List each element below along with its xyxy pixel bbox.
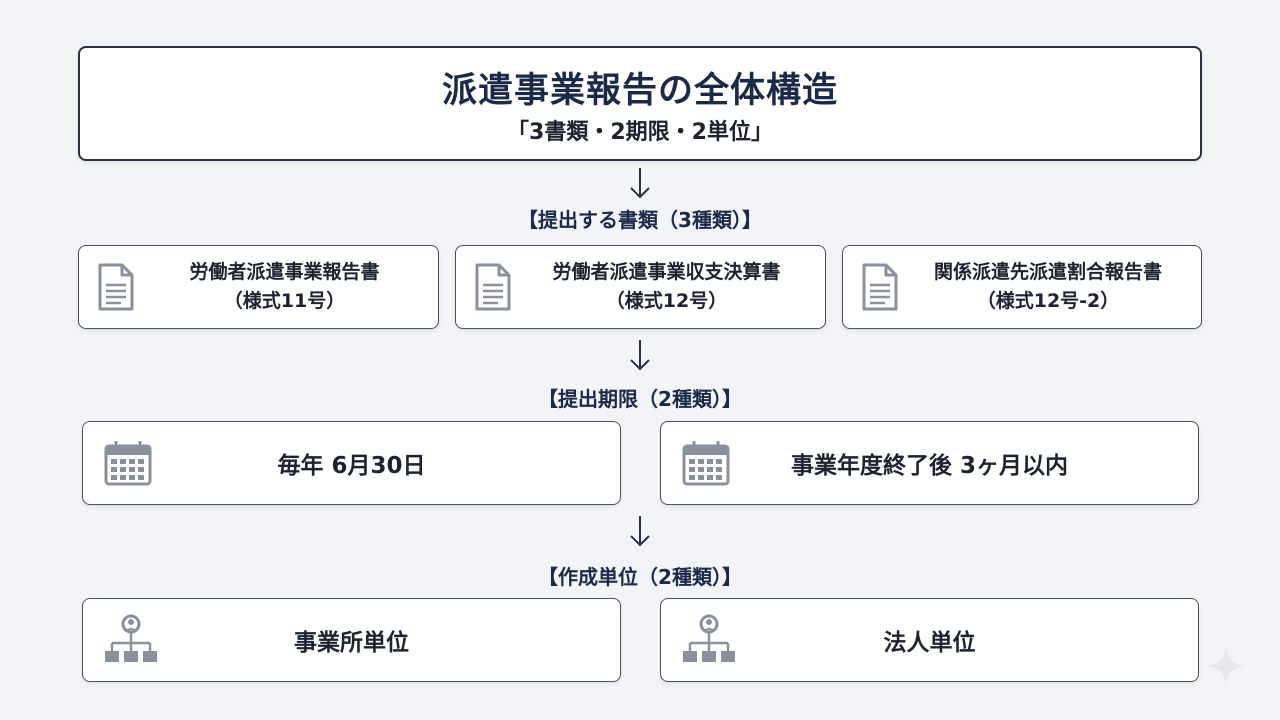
page-subtitle: 「3書類・2期限・2単位」 <box>507 120 773 145</box>
deadline-text: 毎年 6月30日 <box>277 453 426 479</box>
document-icon <box>475 263 511 311</box>
document-form: （様式12号-2） <box>976 290 1120 312</box>
org-chart-icon <box>105 614 157 662</box>
deadline-card-2: 事業年度終了後 3ヶ月以内 <box>660 421 1199 505</box>
document-card-1: 労働者派遣事業報告書 （様式11号） <box>78 245 439 329</box>
document-icon <box>98 263 134 311</box>
document-name: 関係派遣先派遣割合報告書 <box>933 261 1162 283</box>
down-arrow-icon <box>630 340 650 371</box>
deadlines-section-label: 【提出期限（2種類）】 <box>538 387 742 411</box>
unit-text: 法人単位 <box>883 630 976 656</box>
org-chart-icon <box>683 614 735 662</box>
down-arrow-icon <box>630 516 650 547</box>
document-card-3: 関係派遣先派遣割合報告書 （様式12号-2） <box>842 245 1202 329</box>
title-box <box>78 46 1202 161</box>
document-name: 労働者派遣事業収支決算書 <box>552 261 781 283</box>
document-form: （様式11号） <box>223 290 346 312</box>
unit-text: 事業所単位 <box>294 630 409 656</box>
sparkle-icon <box>1206 646 1246 686</box>
page-title: 派遣事業報告の全体構造 <box>441 71 838 111</box>
document-icon <box>862 263 898 311</box>
document-name: 労働者派遣事業報告書 <box>189 261 380 283</box>
document-card-2: 労働者派遣事業収支決算書 （様式12号） <box>455 245 826 329</box>
document-form: （様式12号） <box>605 290 728 312</box>
deadline-text: 事業年度終了後 3ヶ月以内 <box>790 453 1068 479</box>
deadline-card-1: 毎年 6月30日 <box>82 421 621 505</box>
documents-section-label: 【提出する書類（3種類）】 <box>518 208 762 232</box>
units-section-label: 【作成単位（2種類）】 <box>538 565 742 589</box>
down-arrow-icon <box>630 168 650 199</box>
calendar-icon <box>104 441 152 486</box>
calendar-icon <box>682 441 730 486</box>
unit-card-2: 法人単位 <box>660 598 1199 682</box>
unit-card-1: 事業所単位 <box>82 598 621 682</box>
